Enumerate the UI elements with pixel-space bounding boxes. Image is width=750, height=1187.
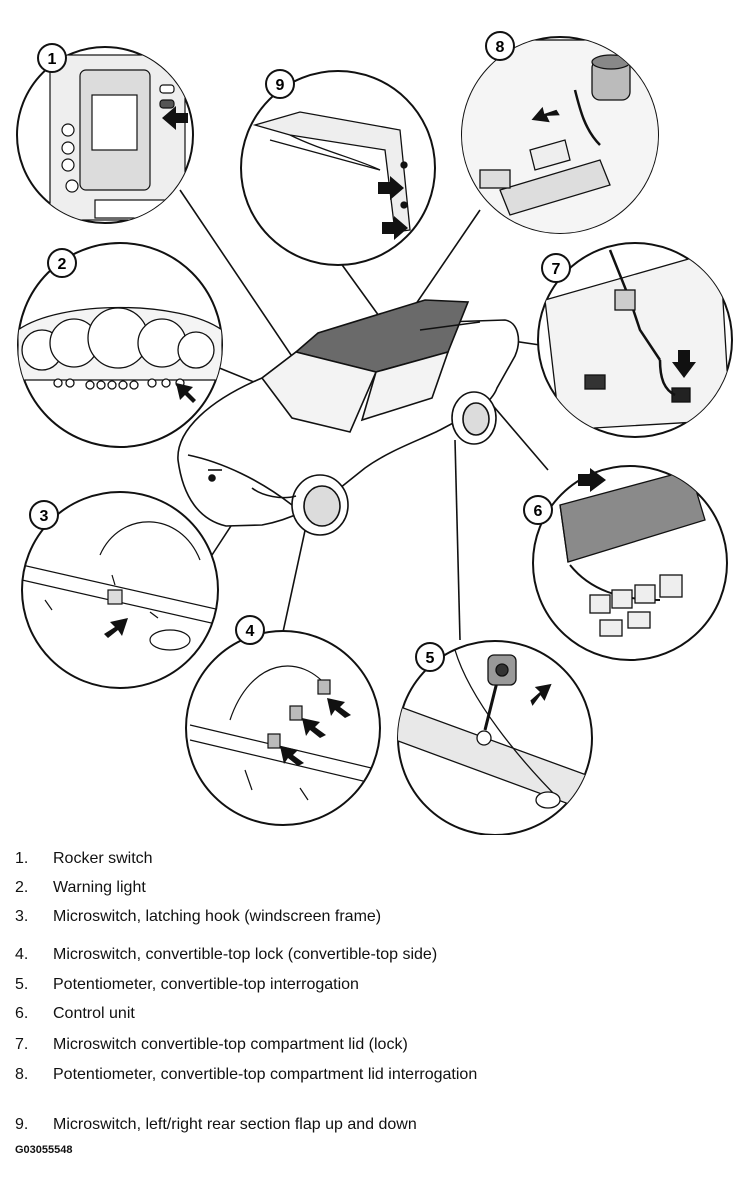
arrow-icon [531,106,560,123]
arrow-icon [578,468,606,492]
callout-7: 7 [541,253,571,283]
legend-number: 4. [15,946,29,963]
callout-4: 4 [235,615,265,645]
callout-5: 5 [415,642,445,672]
legend-text: Microswitch convertible-top compartment … [53,1036,408,1053]
svg-text:4: 4 [246,623,255,640]
inset-7-compartment-lid-microswitch [537,242,733,438]
arrow-icon [530,683,552,706]
legend-number: 2. [15,879,29,896]
legend-text: Rocker switch [53,850,153,867]
arrow-icon [162,106,188,130]
legend-number: 9. [15,1116,29,1133]
arrow-icon [378,176,404,200]
arrow-icon [176,383,196,403]
inset-4-convertible-top-lock-microswitch [185,630,381,826]
svg-text:7: 7 [552,261,561,278]
legend-number: 7. [15,1036,29,1053]
inset-2-warning-light [17,242,223,448]
figure-code: G03055548 [15,1144,73,1156]
inset-8-compartment-lid-potentiometer [461,36,659,234]
callout-8: 8 [485,31,515,61]
svg-text:8: 8 [496,39,505,56]
callout-3: 3 [29,500,59,530]
arrow-icon [672,350,696,378]
callout-6: 6 [523,495,553,525]
legend-text: Microswitch, convertible-top lock (conve… [53,946,438,963]
svg-text:5: 5 [426,650,435,667]
arrow-icon [280,746,304,766]
arrow-icon [104,618,128,638]
arrow-icon [302,718,326,738]
inset-9-rear-section-flap-microswitch [240,70,436,266]
arrow-icon [382,216,408,240]
legend-text: Potentiometer, convertible-top interroga… [53,976,359,993]
legend-number: 6. [15,1005,29,1022]
legend-text: Microswitch, latching hook (windscreen f… [53,908,382,925]
component-location-diagram: 1 2 3 4 5 6 7 8 9 [16,31,733,835]
callout-9: 9 [265,69,295,99]
svg-text:3: 3 [40,508,49,525]
legend-text: Control unit [53,1005,135,1022]
legend-number: 8. [15,1066,29,1083]
svg-text:9: 9 [276,77,285,94]
inset-1-rocker-switch [16,46,194,224]
inset-3-latching-hook-microswitch [21,491,219,689]
legend-text: Microswitch, left/right rear section fla… [53,1116,417,1133]
inset-5-potentiometer [397,640,593,835]
svg-text:2: 2 [58,256,67,273]
legend-number: 3. [15,908,29,925]
svg-text:1: 1 [48,51,57,68]
legend-number: 1. [15,850,29,867]
callout-badges: 1 2 3 4 5 6 7 8 9 [29,31,571,672]
arrow-icon [327,698,351,718]
svg-text:6: 6 [534,503,543,520]
inset-6-control-unit [532,465,728,661]
legend-text: Warning light [53,879,146,896]
car-illustration [177,299,520,536]
callout-1: 1 [37,43,67,73]
legend-number: 5. [15,976,29,993]
legend-text: Potentiometer, convertible-top compartme… [53,1066,478,1083]
callout-2: 2 [47,248,77,278]
